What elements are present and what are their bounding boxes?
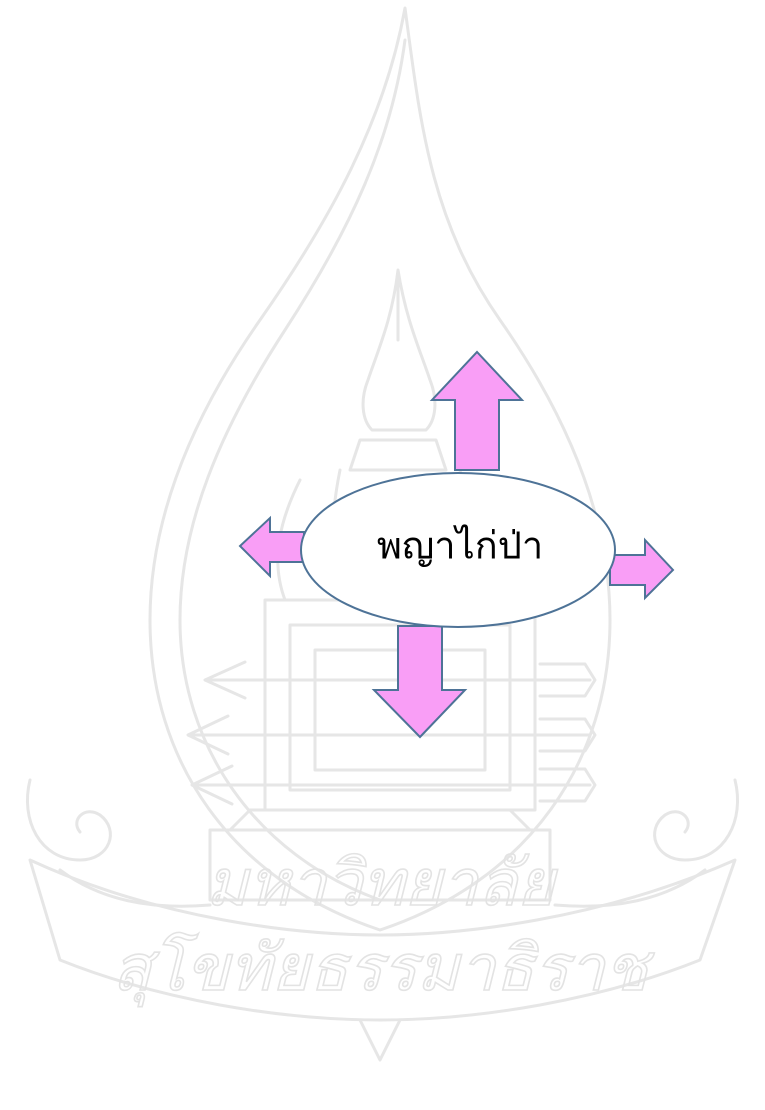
watermark-text-line-2: สุโขทัยธรรมาธิราช <box>112 932 654 1007</box>
arrow-left <box>238 515 305 579</box>
central-node <box>300 472 616 628</box>
central-node-label: พญาไก่ป่า <box>377 524 543 568</box>
arrow-right <box>609 537 675 601</box>
arrow-up <box>429 350 525 471</box>
watermark-text-line-1: มหาวิทยาลัย <box>206 847 558 921</box>
arrow-down <box>371 625 468 739</box>
